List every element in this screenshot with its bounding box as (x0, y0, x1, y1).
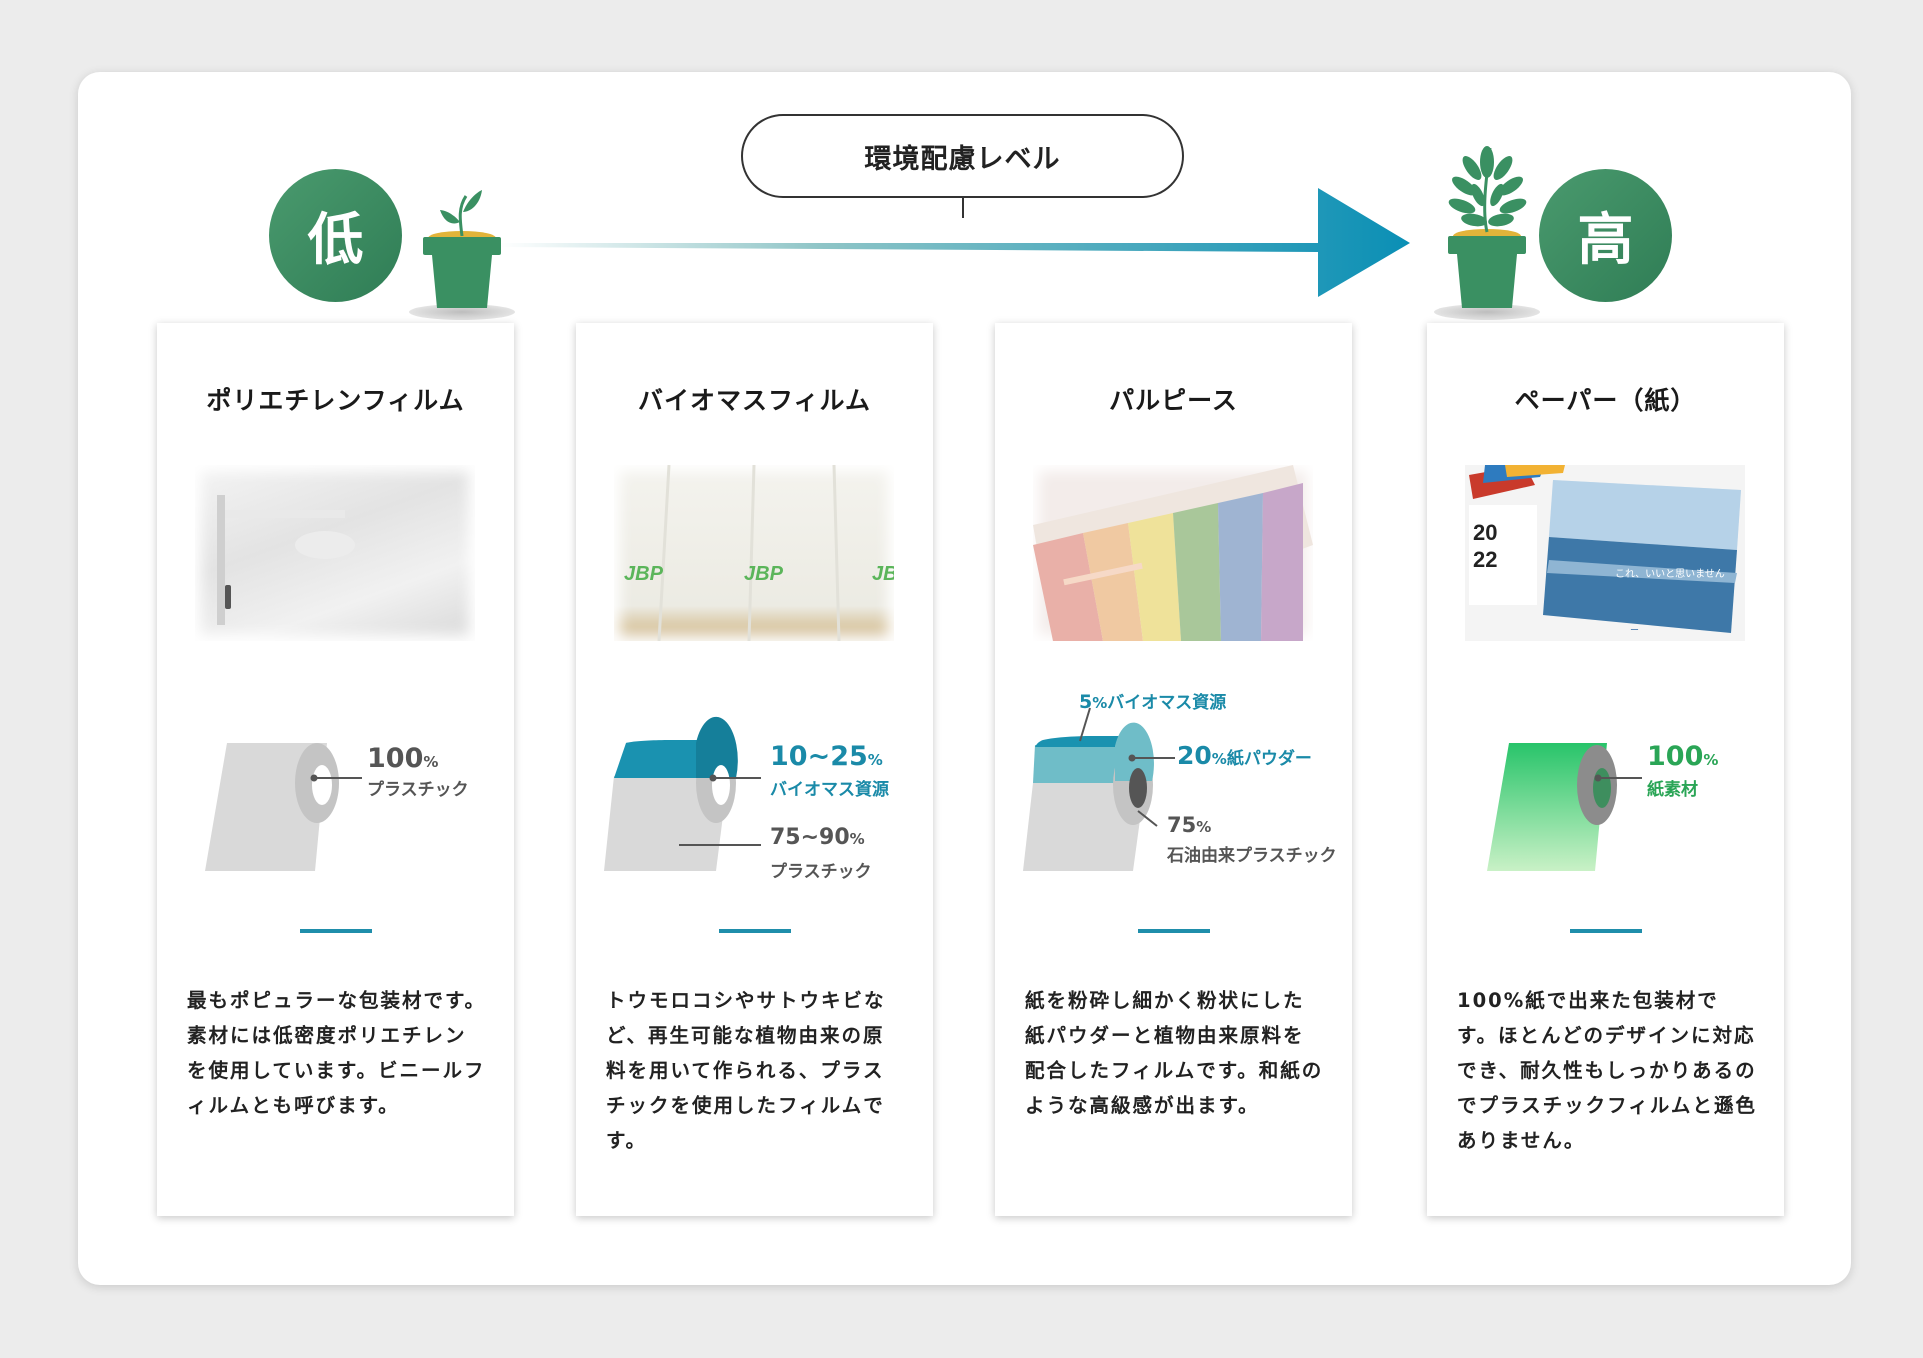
composition-label-plastic: プラスチック (770, 862, 872, 882)
low-level-badge: 低 (269, 169, 402, 302)
paper-photo: 20 22 これ、いいと思いません ー (1465, 465, 1745, 641)
environment-level-label: 環境配慮レベル (741, 114, 1184, 198)
composition-roll-chart (604, 716, 761, 871)
svg-text:20: 20 (1473, 520, 1497, 545)
composition-label-paper: 紙素材 (1647, 780, 1698, 800)
composition-label-plastic: 石油由来プラスチック (1167, 846, 1337, 866)
composition-paper-powder: 20%紙パウダー (1177, 741, 1312, 770)
composition-label-biomass: バイオマス資源 (770, 780, 889, 800)
pulpiece-photo (1033, 465, 1313, 641)
divider (1138, 929, 1210, 933)
large-plant-icon (1434, 146, 1540, 320)
card-biomass-film: バイオマスフィルム JBP JBP JBP 10~25% バイオマス資源 75~… (576, 323, 933, 1216)
composition-roll-chart (1023, 707, 1175, 871)
divider (300, 929, 372, 933)
roll-paper-body (1487, 743, 1607, 871)
svg-text:JBP: JBP (744, 563, 784, 585)
card-pulpiece: パルピース 5%バイオマス資源 20%紙パウダー 75% 石油由来プラスチック (995, 323, 1352, 1216)
polyethylene-photo (195, 465, 475, 641)
composition-label-plastic: プラスチック (367, 780, 469, 800)
composition-value-biomass: 10~25% (770, 741, 883, 772)
divider (1570, 929, 1642, 933)
divider (719, 929, 791, 933)
svg-text:22: 22 (1473, 547, 1497, 572)
small-plant-icon (409, 190, 515, 320)
composition-roll-chart (205, 743, 362, 871)
level-arrow (498, 188, 1410, 297)
roll-plastic-body (604, 776, 728, 871)
svg-text:これ、いいと思いません: これ、いいと思いません (1615, 568, 1725, 580)
card-description: 紙を粉砕し細かく粉状にした紙パウダーと植物由来原料を配合したフィルムです。和紙の… (1025, 989, 1324, 1117)
composition-roll-chart (1487, 743, 1642, 871)
card-polyethylene: ポリエチレンフィルム 100% プラスチック 最もポピュラーな包装材です。素材に… (157, 323, 514, 1216)
biomass-film-photo: JBP JBP JBP (614, 464, 912, 642)
roll-plastic-body (1023, 783, 1145, 871)
card-description: 100%紙で出来た包装材です。ほとんどのデザインに対応でき、耐久性もしっかりある… (1457, 989, 1757, 1152)
svg-text:JBP: JBP (624, 563, 664, 585)
card-description: トウモロコシやサトウキビなど、再生可能な植物由来の原料を用いて作られる、プラスチ… (606, 989, 886, 1152)
card-paper: ペーパー（紙） 20 22 これ、いいと思いません ー (1427, 323, 1784, 1216)
card-description: 最もポピュラーな包装材です。素材には低密度ポリエチレンを使用しています。ビニール… (187, 989, 487, 1117)
high-level-badge: 高 (1539, 169, 1672, 302)
svg-text:ー: ー (1630, 626, 1639, 636)
composition-value-plastic: 75% (1167, 813, 1212, 837)
label-connector (962, 198, 964, 218)
composition-value-plastic: 100% (367, 743, 439, 774)
composition-biomass: 5%バイオマス資源 (1079, 691, 1227, 713)
composition-value-paper: 100% (1647, 741, 1719, 772)
composition-value-plastic: 75~90% (770, 825, 865, 850)
